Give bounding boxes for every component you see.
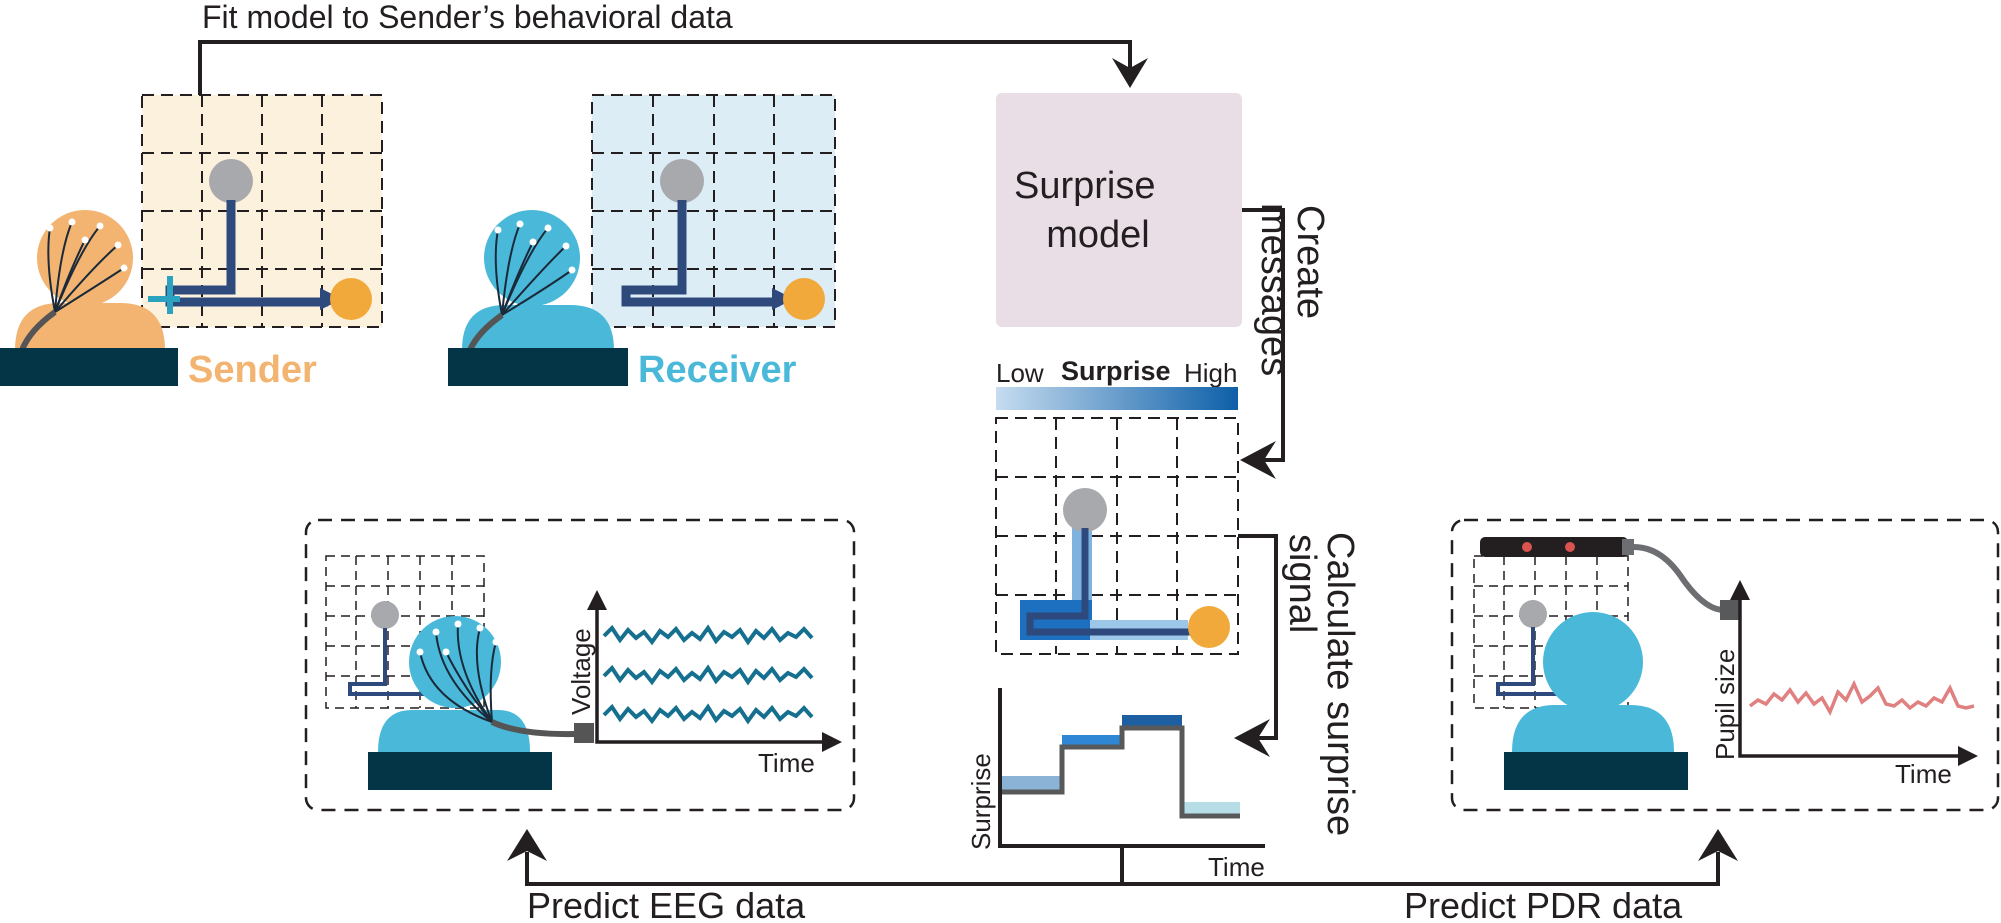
surprise-model-box: [996, 93, 1242, 327]
start-node: [660, 159, 704, 203]
arrow-head-icon: [822, 732, 842, 752]
receiver-desk: [448, 348, 628, 386]
eye-tracker-icon: [1480, 537, 1740, 620]
goal-node: [783, 278, 825, 320]
arrow-head-icon: [1112, 58, 1148, 88]
surprise-model-label: Surprise model: [1014, 165, 1166, 256]
pupil-trace: [1748, 679, 1975, 717]
eeg-connector: [574, 723, 594, 743]
calculate-surprise-label: Calculate surprise signal: [1281, 532, 1361, 847]
scale-high-label: High: [1184, 358, 1237, 388]
start-node: [1063, 488, 1107, 532]
fit-model-arrow: [198, 40, 1148, 95]
goal-node: [330, 278, 372, 320]
pupil-ylabel: Pupil size: [1710, 649, 1740, 760]
pupil-desk: [1504, 752, 1688, 790]
arrow-head-icon: [1698, 829, 1738, 861]
eeg-cap-icon: [467, 223, 573, 352]
surprise-plot-xlabel: Time: [1208, 852, 1265, 882]
eeg-mini-path: [348, 628, 430, 696]
start-node: [1519, 600, 1547, 628]
calculate-surprise-arrow: [1234, 534, 1278, 757]
eeg-traces: [602, 624, 814, 725]
predict-arrows: [507, 829, 1738, 886]
eeg-ylabel: Voltage: [566, 628, 596, 715]
eeg-cap-icon: [19, 221, 125, 352]
arrow-head-icon: [587, 590, 607, 610]
create-messages-arrow: [1240, 208, 1285, 479]
start-node: [209, 159, 253, 203]
eeg-person: [368, 616, 594, 790]
pupil-axes: [1738, 600, 1965, 758]
arrow-head-icon: [1730, 580, 1750, 600]
scale-low-label: Low: [996, 358, 1044, 388]
pupil-panel: [1450, 518, 2000, 812]
eeg-cap-icon: [419, 623, 576, 738]
goal-node: [1188, 606, 1230, 648]
message-path: [1026, 528, 1200, 636]
eeg-axes: [595, 600, 830, 744]
sender-head: [37, 210, 133, 306]
pupil-person: [1504, 612, 1688, 790]
sender-label: Sender: [188, 349, 317, 391]
receiver-label: Receiver: [638, 349, 797, 391]
surprise-plot: [998, 688, 1265, 848]
eeg-xlabel: Time: [758, 748, 815, 778]
arrow-head-icon: [1958, 746, 1978, 766]
arrow-head-icon: [507, 829, 547, 861]
sender-desk: [0, 348, 178, 386]
eeg-desk: [368, 752, 552, 790]
arrow-head-icon: [1240, 441, 1276, 479]
surprise-plot-ylabel: Surprise: [966, 753, 996, 850]
start-node: [371, 601, 399, 629]
surprise-colorbar: [996, 387, 1238, 410]
receiver-panel: [448, 94, 836, 386]
receiver-path: [621, 200, 780, 307]
predict-eeg-label: Predict EEG data: [527, 885, 806, 923]
message-grid: [995, 417, 1239, 655]
pupil-xlabel: Time: [1895, 759, 1952, 789]
pupil-mini-path: [1496, 627, 1580, 696]
predict-pdr-label: Predict PDR data: [1404, 885, 1683, 923]
surprise-signal: [1002, 725, 1240, 819]
eeg-panel: [304, 518, 856, 812]
create-messages-label: Create messages: [1253, 203, 1331, 376]
sender-panel: [0, 94, 383, 386]
fit-model-label: Fit model to Sender’s behavioral data: [202, 0, 733, 35]
scale-title-label: Surprise: [1061, 356, 1171, 386]
arrow-head-icon: [1234, 719, 1270, 757]
